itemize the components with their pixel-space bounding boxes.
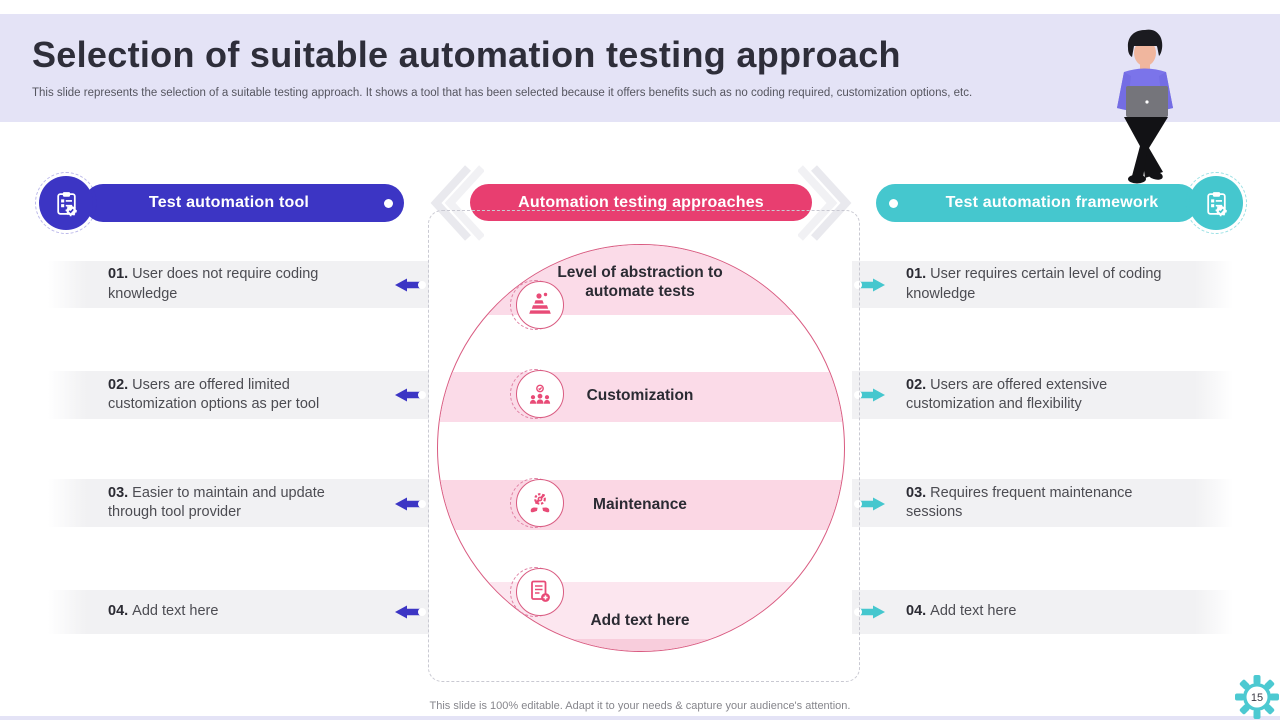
page-number-gear-badge: 15 <box>1235 675 1279 719</box>
right-item-2: 02.Users are offered extensive customiza… <box>852 371 1233 419</box>
arrow-left-icon <box>395 278 426 292</box>
center-panel-title: Automation testing approaches <box>518 193 764 211</box>
abstraction-badge <box>510 278 564 332</box>
right-item-1: 01.User requires certain level of coding… <box>852 261 1233 308</box>
left-item-3: 03.Easier to maintain and update through… <box>48 479 429 527</box>
item-text: User does not require coding knowledge <box>108 266 319 302</box>
item-number: 04. <box>108 603 129 620</box>
right-panel-title: Test automation framework <box>945 194 1159 211</box>
left-item-4: 04.Add text here <box>48 590 429 634</box>
customization-badge <box>510 367 564 421</box>
band-maintenance <box>438 480 844 530</box>
item-number: 02. <box>108 376 129 393</box>
approach-label-4: Add text here <box>590 612 690 629</box>
band-customization <box>438 372 844 422</box>
item-text: Requires frequent maintenance sessions <box>906 484 1133 520</box>
left-pill-dot <box>384 199 393 208</box>
left-item-1: 01.User does not require coding knowledg… <box>48 261 429 308</box>
item-number: 01. <box>906 266 927 283</box>
arrow-right-icon <box>854 278 885 292</box>
right-item-4: 04.Add text here <box>852 590 1233 634</box>
band-add-text <box>438 582 844 639</box>
arrow-right-icon <box>854 605 885 619</box>
arrow-right-icon <box>854 497 885 511</box>
item-text: Add text here <box>132 603 219 620</box>
bottom-accent-strip <box>0 716 1280 720</box>
right-icon-badge <box>1189 176 1243 230</box>
item-number: 01. <box>108 266 129 283</box>
item-text: Add text here <box>930 603 1017 620</box>
right-icon-ring <box>1185 172 1247 234</box>
arrow-left-icon <box>395 388 426 402</box>
add-document-icon <box>531 580 550 602</box>
center-dashed-container <box>428 210 860 682</box>
approaches-circle <box>437 244 845 652</box>
clipboard-gear-icon <box>1206 191 1227 216</box>
footer-note: This slide is 100% editable. Adapt it to… <box>429 700 851 712</box>
arrow-left-icon <box>395 605 426 619</box>
abstraction-levels-icon <box>529 292 551 314</box>
clipboard-gear-icon <box>56 191 77 216</box>
right-pill-dot <box>889 199 898 208</box>
left-panel-header: Test automation tool <box>84 184 404 222</box>
item-number: 03. <box>906 484 927 501</box>
gear-hands-icon <box>530 493 550 513</box>
add-text-badge <box>510 565 564 619</box>
maintenance-badge <box>510 476 564 530</box>
chevron-left-decor-icon <box>430 165 484 241</box>
item-text: Easier to maintain and update through to… <box>108 484 325 520</box>
header-band <box>0 14 1280 122</box>
approach-label-2: Customization <box>586 387 694 404</box>
chevron-right-decor-icon <box>798 165 852 241</box>
page-title: Selection of suitable automation testing… <box>32 34 901 75</box>
item-number: 04. <box>906 603 927 620</box>
item-number: 03. <box>108 484 129 501</box>
approach-label-3: Maintenance <box>593 496 687 513</box>
page-subtitle: This slide represents the selection of a… <box>32 87 973 99</box>
arrow-left-icon <box>395 497 426 511</box>
item-text: User requires certain level of coding kn… <box>906 266 1162 302</box>
right-item-3: 03.Requires frequent maintenance session… <box>852 479 1233 527</box>
left-item-2: 02.Users are offered limited customizati… <box>48 371 429 419</box>
center-panel-header: Automation testing approaches <box>470 184 812 221</box>
item-text: Users are offered extensive customizatio… <box>906 376 1108 412</box>
left-panel-title: Test automation tool <box>148 194 310 211</box>
page-number: 15 <box>1251 692 1263 704</box>
left-icon-badge <box>39 176 93 230</box>
approach-label-1: Level of abstraction to automate tests <box>557 264 723 300</box>
left-icon-ring <box>35 172 97 234</box>
band-bottom-segment <box>438 639 844 651</box>
band-abstraction <box>438 245 844 315</box>
arrow-right-icon <box>854 388 885 402</box>
item-number: 02. <box>906 376 927 393</box>
team-check-icon <box>529 384 551 404</box>
right-panel-header: Test automation framework <box>876 184 1198 222</box>
item-text: Users are offered limited customization … <box>108 376 320 412</box>
person-with-laptop-illustration <box>1117 29 1173 184</box>
